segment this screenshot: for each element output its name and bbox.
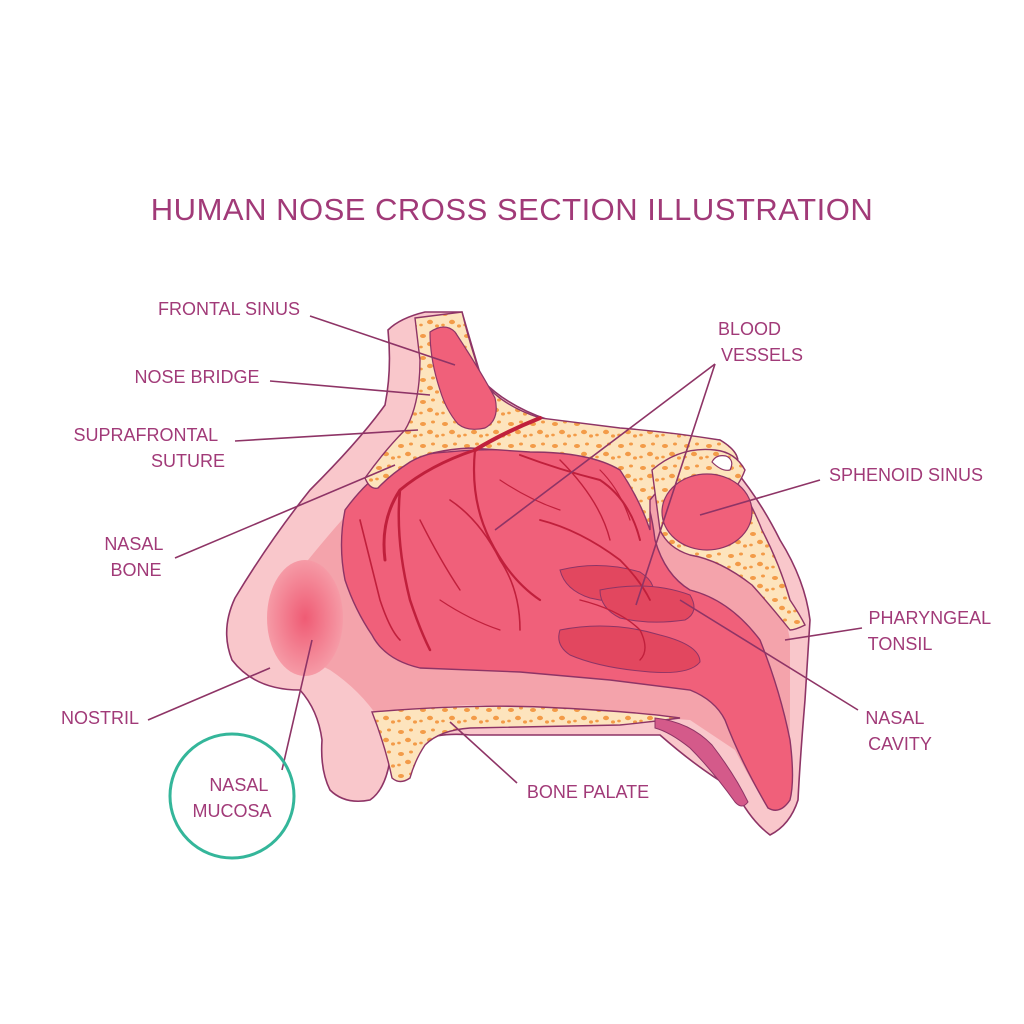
frontal-sinus — [429, 326, 497, 430]
nasal-mucosa-region — [267, 560, 343, 676]
leader-pharyngeal-tonsil — [784, 627, 863, 641]
label-nasal-mucosa-line-2: MUCOSA — [192, 801, 271, 821]
label-nasal-mucosa-line-1: NASAL — [209, 775, 268, 795]
leader-nostril — [147, 667, 271, 721]
turbinate-middle — [599, 585, 695, 623]
label-nasal-cavity-line-1: NASAL — [865, 708, 924, 728]
label-nasal-mucosa: NASAL MUCOSA — [192, 775, 272, 821]
label-nose-bridge: NOSE BRIDGE — [134, 367, 259, 387]
leader-blood-vessels-a — [494, 363, 716, 531]
leader-nose-bridge — [269, 380, 431, 396]
sphenoid-sinus — [661, 473, 753, 551]
label-nasal-bone-line-1: NASAL — [104, 534, 163, 554]
label-nasal-cavity: NASAL CAVITY — [865, 708, 932, 754]
leader-bone-palate — [449, 721, 518, 784]
leader-blood-vessels-b — [635, 363, 716, 606]
sella-notch — [711, 455, 733, 471]
label-pharyngeal-line-2: TONSIL — [868, 634, 933, 654]
label-bone-palate: BONE PALATE — [527, 782, 649, 802]
label-nostril: NOSTRIL — [61, 708, 139, 728]
leader-sphenoid-sinus — [699, 479, 821, 516]
label-pharyngeal-line-1: PHARYNGEAL — [868, 608, 991, 628]
label-blood-vessels-line-1: BLOOD — [718, 319, 781, 339]
blood-vessel-network — [359, 416, 651, 661]
label-nasal-bone: NASAL BONE — [104, 534, 167, 580]
leader-nasal-bone — [174, 464, 396, 559]
bone-palate — [371, 705, 681, 783]
leader-lines — [147, 315, 863, 784]
leader-nasal-cavity — [679, 599, 859, 711]
diagram-title: HUMAN NOSE CROSS SECTION ILLUSTRATION — [150, 192, 874, 227]
label-frontal-sinus: FRONTAL SINUS — [158, 299, 300, 319]
leader-suprafrontal-suture — [234, 429, 419, 442]
label-sphenoid-sinus: SPHENOID SINUS — [829, 465, 983, 485]
label-pharyngeal-tonsil: PHARYNGEAL TONSIL — [868, 608, 996, 654]
label-nasal-cavity-line-2: CAVITY — [868, 734, 932, 754]
label-suprafrontal-line-2: SUTURE — [151, 451, 225, 471]
label-blood-vessels-line-2: VESSELS — [721, 345, 803, 365]
soft-palate — [654, 717, 749, 807]
label-suprafrontal-line-1: SUPRAFRONTAL — [73, 425, 218, 445]
label-nasal-bone-line-2: BONE — [110, 560, 161, 580]
turbinate-lower — [558, 625, 701, 673]
label-suprafrontal-suture: SUPRAFRONTAL SUTURE — [73, 425, 225, 471]
nasal-mucosa-highlight-circle — [168, 732, 296, 860]
label-blood-vessels: BLOOD VESSELS — [718, 319, 803, 365]
leader-frontal-sinus — [309, 315, 456, 366]
leader-nasal-mucosa — [281, 639, 313, 771]
